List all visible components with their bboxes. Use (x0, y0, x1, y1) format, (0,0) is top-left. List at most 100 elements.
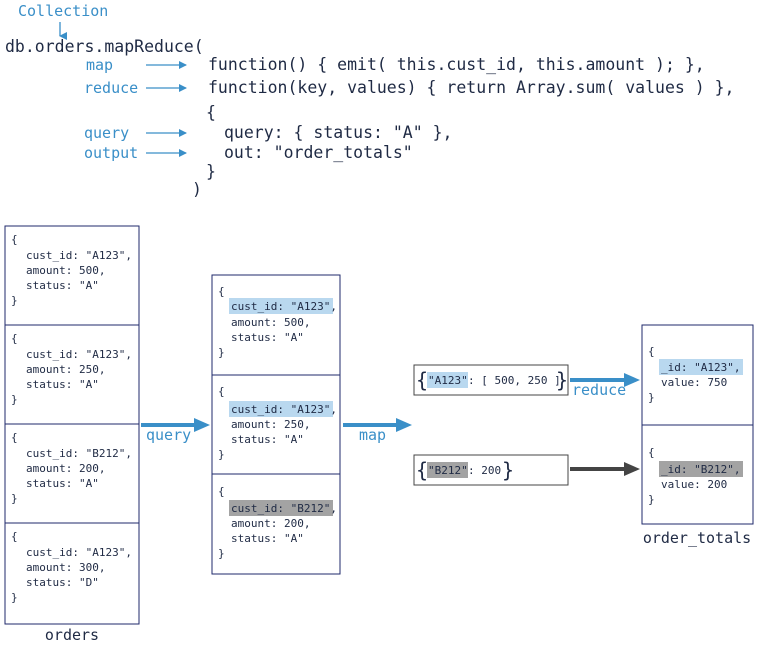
doc-open-brace: { (218, 385, 225, 398)
doc-open-brace: { (11, 233, 18, 246)
mapped-values: : [ 500, 250 ] (468, 374, 561, 387)
doc-close-brace: } (648, 493, 655, 506)
filtered-document: { cust_id: "A123", amount: 250, status: … (218, 385, 337, 461)
reduce-label: reduce (84, 79, 138, 97)
doc-value: value: 200 (661, 478, 727, 491)
doc-amount: amount: 250, (231, 418, 310, 431)
doc-close-brace: } (218, 346, 225, 359)
doc-value: value: 750 (661, 376, 727, 389)
curly-brace-open: { (416, 368, 428, 392)
passthrough-arrow (570, 462, 640, 476)
doc-amount: amount: 300, (26, 561, 105, 574)
order-totals-document: { _id: "A123", value: 750 } (648, 345, 743, 404)
doc-cust-id: cust_id: "B212", (26, 447, 132, 460)
key-highlight-blue (659, 359, 743, 375)
filtered-box (211, 274, 341, 575)
doc-cust-id: cust_id: "A123", (231, 300, 337, 313)
doc-close-brace: } (11, 393, 18, 406)
doc-cust-id: cust_id: "A123", (231, 403, 337, 416)
doc-id: _id: "A123", (661, 361, 740, 374)
doc-close-brace: } (648, 391, 655, 404)
filtered-documents: { cust_id: "A123", amount: 500, status: … (211, 274, 341, 575)
doc-cust-id: cust_id: "A123", (26, 249, 132, 262)
key-highlight-grey (659, 461, 743, 477)
doc-amount: amount: 200, (231, 517, 310, 530)
key-highlight-blue (229, 401, 333, 417)
reduce-stage-label: reduce (572, 381, 626, 399)
doc-amount: amount: 500, (26, 264, 105, 277)
doc-open-brace: { (648, 446, 655, 459)
order-totals-collection: { _id: "A123", value: 750 } { _id: "B212… (641, 324, 754, 547)
orders-box (4, 225, 140, 625)
orders-document: { cust_id: "A123", amount: 500, status: … (11, 233, 132, 307)
map-stage-label: map (359, 426, 386, 444)
curly-brace-close: } (556, 368, 568, 392)
doc-id: _id: "B212", (661, 463, 740, 476)
query-stage-arrow: query (141, 418, 210, 444)
doc-amount: amount: 500, (231, 316, 310, 329)
doc-status: status: "A" (26, 477, 99, 490)
map-stage-arrow: map (343, 418, 412, 444)
db-orders-line: db.orders.mapReduce( (5, 37, 204, 56)
mapped-group-a123: { "A123" : [ 500, 250 ] } (413, 364, 569, 396)
doc-close-brace: } (218, 448, 225, 461)
doc-open-brace: { (11, 530, 18, 543)
close-paren: ) (192, 180, 202, 199)
key-highlight-grey (427, 462, 468, 478)
out-option: out: "order_totals" (224, 143, 413, 162)
doc-status: status: "A" (231, 433, 304, 446)
doc-status: status: "A" (26, 378, 99, 391)
code-block: Collection db.orders.mapReduce( map func… (5, 2, 735, 199)
key-highlight-blue (229, 298, 333, 314)
reduce-arrow-head (624, 373, 640, 387)
doc-cust-id: cust_id: "A123", (26, 348, 132, 361)
reduce-function: function(key, values) { return Array.sum… (208, 78, 735, 97)
orders-document: { cust_id: "A123", amount: 250, status: … (11, 332, 132, 406)
order-totals-document: { _id: "B212", value: 200 } (648, 446, 743, 506)
doc-amount: amount: 200, (26, 462, 105, 475)
query-label: query (84, 124, 129, 142)
filtered-document: { cust_id: "B212", amount: 200, status: … (218, 485, 337, 560)
orders-document: { cust_id: "B212", amount: 200, status: … (11, 431, 132, 505)
mapped-key: "A123" (428, 374, 468, 387)
orders-collection: { cust_id: "A123", amount: 500, status: … (4, 225, 140, 644)
options-close-brace: } (206, 162, 216, 181)
curly-brace-open: { (416, 458, 428, 482)
doc-status: status: "A" (231, 331, 304, 344)
mapped-key: "B212" (428, 464, 468, 477)
curly-brace-close: } (502, 458, 514, 482)
key-highlight-blue (427, 372, 468, 388)
options-open-brace: { (206, 103, 216, 122)
orders-caption: orders (45, 626, 99, 644)
doc-open-brace: { (648, 345, 655, 358)
output-label: output (84, 144, 138, 162)
doc-close-brace: } (218, 547, 225, 560)
reduce-stage-arrow: reduce (570, 373, 640, 399)
doc-close-brace: } (11, 294, 18, 307)
orders-document: { cust_id: "A123", amount: 300, status: … (11, 530, 132, 604)
doc-close-brace: } (11, 492, 18, 505)
doc-status: status: "A" (231, 532, 304, 545)
doc-status: status: "A" (26, 279, 99, 292)
query-stage-label: query (146, 426, 191, 444)
doc-open-brace: { (218, 285, 225, 298)
doc-status: status: "D" (26, 576, 99, 589)
key-highlight-grey (229, 500, 333, 516)
collection-label: Collection (18, 2, 108, 20)
mapped-key-values: { "A123" : [ 500, 250 ] } { "B212" : 200… (413, 364, 569, 486)
map-function: function() { emit( this.cust_id, this.am… (208, 55, 705, 74)
mapped-group-b212: { "B212" : 200 } (413, 454, 569, 486)
order-totals-caption: order_totals (643, 529, 751, 547)
filtered-document: { cust_id: "A123", amount: 500, status: … (218, 285, 337, 359)
passthrough-arrow-head (624, 462, 640, 476)
doc-close-brace: } (11, 591, 18, 604)
doc-open-brace: { (11, 332, 18, 345)
query-arrow-head (194, 418, 210, 432)
doc-open-brace: { (218, 485, 225, 498)
doc-cust-id: cust_id: "A123", (26, 546, 132, 559)
map-arrow-head (396, 418, 412, 432)
map-label: map (86, 56, 113, 74)
doc-amount: amount: 250, (26, 363, 105, 376)
